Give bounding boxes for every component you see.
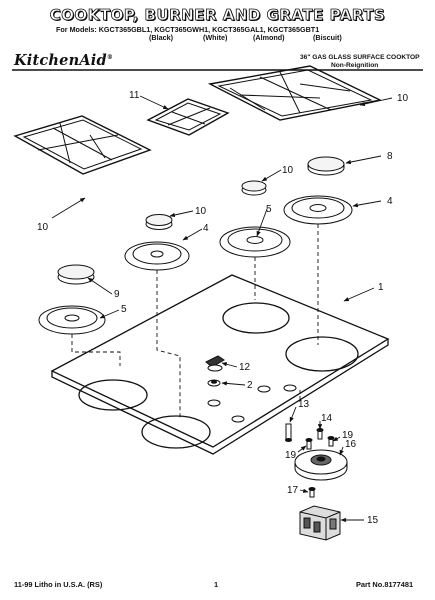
variant-biscuit: (Biscuit)	[313, 33, 342, 42]
footer-page-number: 1	[214, 580, 219, 589]
callout-3: 4	[387, 196, 393, 207]
knob-12	[205, 355, 225, 372]
callout-8: 10	[282, 165, 294, 176]
product-ignition: Non-Reignition	[331, 62, 379, 69]
screw-17	[308, 487, 316, 498]
burner-cap-8	[241, 180, 267, 196]
callout-9: 10	[195, 206, 207, 217]
callout-17: 17	[287, 485, 299, 496]
alignment-dashes	[71, 224, 319, 420]
callout-10-left: 10	[37, 222, 49, 233]
grate-left	[13, 115, 152, 175]
leader-lines	[51, 95, 393, 523]
callout-19-right: 19	[342, 430, 354, 441]
igniter-13	[285, 423, 292, 442]
callout-2: 2	[247, 380, 253, 391]
burner-assembly-16	[294, 449, 348, 481]
burner-base-3	[283, 195, 353, 225]
callout-19-left: 19	[285, 450, 297, 461]
burner-base-4	[124, 241, 190, 271]
grommet-2	[207, 379, 221, 387]
callout-15: 15	[367, 515, 379, 526]
footer-litho: 11-99 Litho in U.S.A. (RS)	[14, 580, 103, 589]
cooktop-glass	[50, 274, 390, 455]
burner-cap-9	[145, 214, 173, 230]
callout-16: 16	[345, 439, 357, 450]
callout-11: 11	[129, 90, 140, 101]
burner-cap-7	[57, 264, 95, 285]
screw-19-right	[327, 436, 335, 447]
brand-logo: KitchenAid®	[14, 52, 113, 69]
callout-5-upper: 5	[266, 204, 272, 215]
burner-cap-6	[307, 156, 345, 176]
footer-part-number: Part No.8177481	[356, 580, 414, 589]
callout-1: 1	[378, 282, 384, 293]
callout-14: 14	[321, 413, 333, 424]
callout-4: 4	[203, 223, 209, 234]
page-title: COOKTOP, BURNER AND GRATE PARTS	[49, 6, 386, 25]
cooktop-holes	[207, 384, 297, 423]
screw-19-left	[305, 438, 313, 450]
variant-black: (Black)	[149, 33, 173, 42]
screw-14	[316, 428, 324, 440]
variant-white: (White)	[203, 33, 228, 42]
burner-base-5-lower	[38, 305, 106, 335]
models-line: For Models: KGCT365GBL1, KGCT365GWH1, KG…	[56, 25, 320, 34]
variant-almond: (Almond)	[253, 33, 285, 42]
product-description: 36" GAS GLASS SURFACE COOKTOP	[300, 54, 420, 61]
grate-right	[207, 65, 383, 121]
callout-7: 9	[114, 289, 120, 300]
callout-12: 12	[239, 362, 251, 373]
callout-5-lower: 5	[121, 304, 127, 315]
grate-center	[146, 98, 230, 136]
callout-6: 8	[387, 151, 393, 162]
callout-13: 13	[298, 399, 310, 410]
burner-base-5-upper	[219, 226, 291, 258]
callout-10-right: 10	[397, 93, 409, 104]
brand-name: KitchenAid	[14, 52, 107, 69]
valve-bracket-15	[299, 505, 341, 541]
callout-labels: 10 11 10 8 10 4 10 4 5 9 5 1 12 2 13 14 …	[37, 90, 409, 526]
brand-mark: ®	[106, 54, 114, 62]
